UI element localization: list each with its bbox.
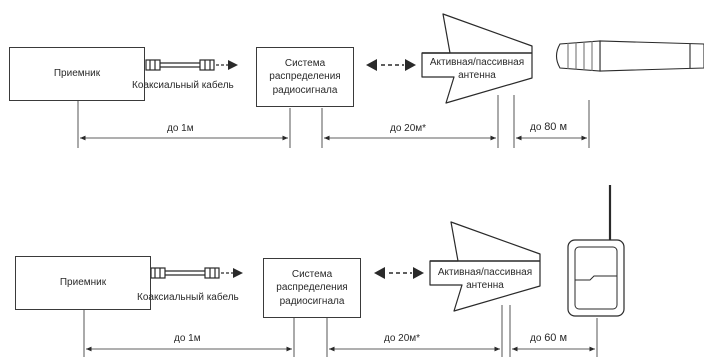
top-distance-2: до 20м* xyxy=(388,123,429,134)
bottom-receiver-box: Приемник xyxy=(15,256,151,310)
top-antenna-icon xyxy=(421,13,533,104)
top-distribution-line-1: Система xyxy=(284,57,326,69)
top-rf-link-arrow xyxy=(366,59,416,71)
top-distance-3: до 80 м xyxy=(528,121,570,133)
bottom-distance-3-value: 60 м xyxy=(544,332,568,344)
top-receiver-label: Приемник xyxy=(53,68,101,80)
bottom-receiver-label: Приемник xyxy=(59,277,107,289)
top-cable-label: Коаксиальный кабель xyxy=(132,80,234,91)
bottom-cable-label: Коаксиальный кабель xyxy=(137,292,239,303)
bottom-distance-2: до 20м* xyxy=(382,333,423,344)
bottom-antenna-icon xyxy=(429,221,541,312)
bottom-antenna-label: Активная/пассивная антенна xyxy=(437,267,533,291)
top-extension-lines xyxy=(77,95,590,148)
top-distribution-line-2: распределения xyxy=(269,71,341,83)
top-distribution-line-3: радиосигнала xyxy=(272,84,338,96)
top-distance-1: до 1м xyxy=(165,123,196,134)
bottom-distribution-line-2: распределения xyxy=(276,282,348,294)
bottom-distance-3-prefix: до xyxy=(530,333,542,344)
bottom-distance-1: до 1м xyxy=(172,333,203,344)
bottom-distribution-box: Система распределения радиосигнала xyxy=(263,258,361,318)
top-antenna-label: Активная/пассивная антенна xyxy=(429,57,525,81)
bottom-extension-lines xyxy=(83,305,598,357)
bottom-distribution-line-1: Система xyxy=(291,268,333,280)
bottom-distance-3: до 60 м xyxy=(528,332,570,344)
top-distribution-box: Система распределения радиосигнала xyxy=(256,47,354,107)
bottom-rf-link-arrow xyxy=(374,267,424,279)
top-microphone-icon xyxy=(555,40,704,72)
top-receiver-box: Приемник xyxy=(9,47,145,101)
top-distance-3-value: 80 м xyxy=(544,121,568,133)
bottom-distribution-line-3: радиосигнала xyxy=(279,295,345,307)
top-distance-3-prefix: до xyxy=(530,122,542,133)
bottom-bodypack-icon xyxy=(567,185,625,317)
top-cable-icon xyxy=(120,59,238,71)
